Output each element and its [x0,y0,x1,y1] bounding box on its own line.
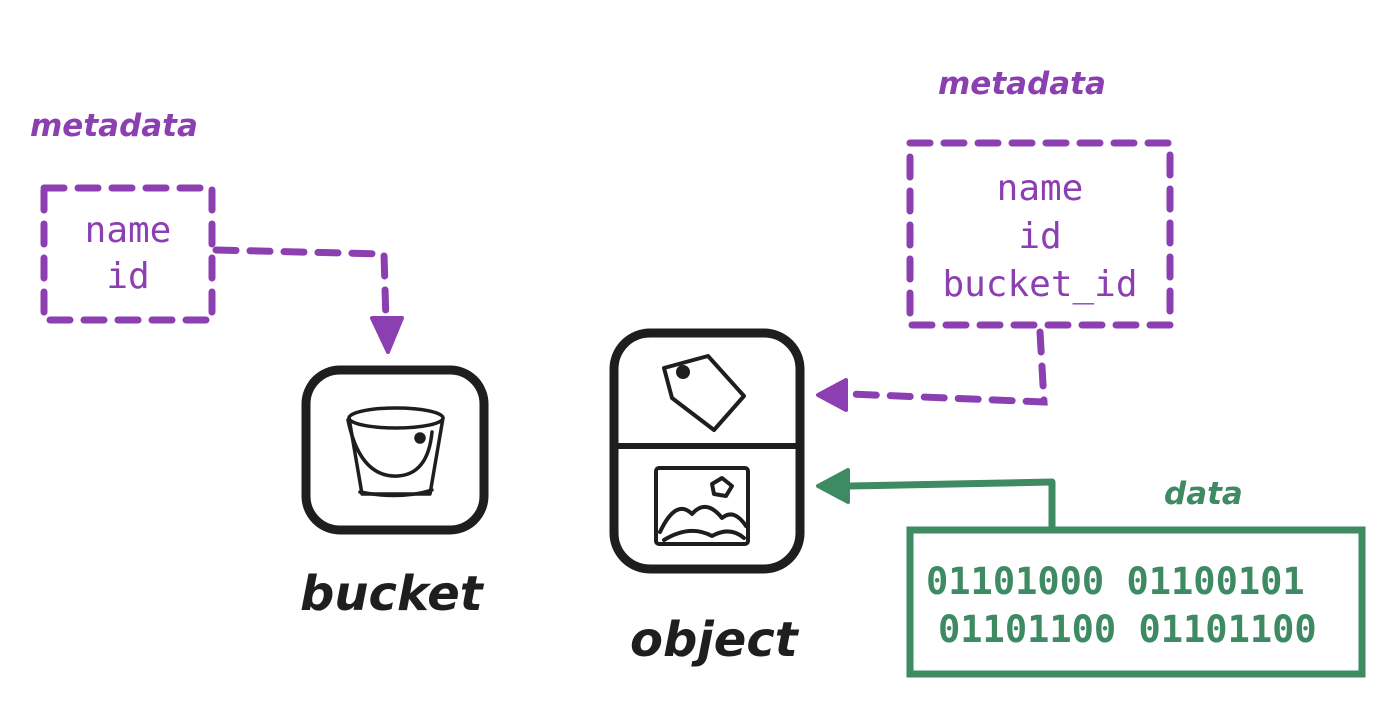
data-line-1: 01101000 01100101 [926,560,1305,603]
bucket-label: bucket [300,566,483,622]
data-arrowhead [816,468,850,504]
object-metadata-label: metadata [938,66,1106,102]
data-connector [846,478,1056,530]
tag-icon [662,354,746,432]
object-metadata-field-bucket-id: bucket_id [942,264,1138,305]
data-box [906,526,1366,678]
object-metadata-connector [846,328,1048,406]
bucket-metadata-field-name: name [84,210,172,251]
bucket-box [301,365,489,535]
bucket-metadata-connector [212,246,390,326]
data-line-2: 01101100 01101100 [938,608,1317,651]
bucket-metadata-field-id: id [106,256,150,297]
object-metadata-box [906,139,1174,329]
bucket-icon [346,406,445,498]
image-icon [654,466,750,546]
bucket-metadata-box [40,184,216,324]
object-label: object [630,612,798,668]
data-label: data [1164,476,1243,512]
bucket-metadata-label: metadata [30,108,198,144]
object-metadata-arrowhead [816,378,848,412]
object-box [609,328,805,574]
object-metadata-field-name: name [996,168,1084,209]
object-metadata-field-id: id [1018,216,1062,257]
bucket-metadata-arrowhead [370,316,404,354]
